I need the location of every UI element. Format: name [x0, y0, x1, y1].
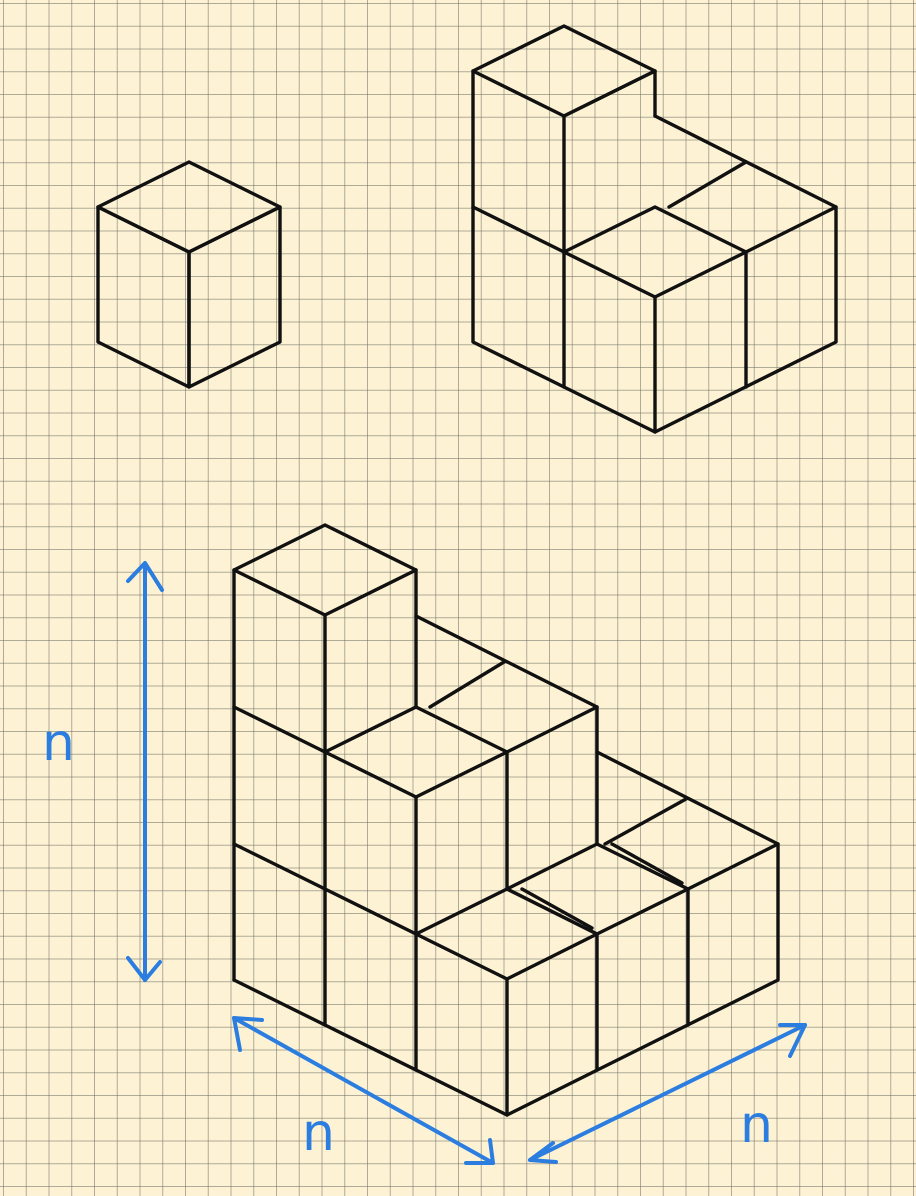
- height-label: n: [42, 713, 75, 773]
- height-arrow: [126, 561, 164, 982]
- dimension-annotations: n n n: [42, 561, 807, 1165]
- n2-step-divider: [667, 160, 748, 209]
- left-depth-label: n: [302, 1103, 335, 1163]
- n3-level1-shadow-2: [610, 842, 684, 885]
- n2-front-right-face: [653, 205, 838, 434]
- n3-bottom-left-edge: [232, 842, 780, 1117]
- n3-level1-shadow-1: [520, 887, 594, 930]
- n2-column-top-face: [471, 24, 657, 118]
- n2-back-step-top: [653, 114, 838, 254]
- single-cube-right-face: [187, 205, 282, 389]
- n3-level1-middle-top-face: [505, 842, 690, 936]
- n3-level2-top: [414, 614, 599, 754]
- n2-front-step-top-face: [562, 205, 748, 299]
- n2-column-right-edge: [562, 69, 657, 118]
- n2-column-divider: [471, 205, 566, 254]
- n3-level1-back-divider: [603, 797, 688, 846]
- single-cube-left-face: [96, 205, 191, 389]
- n3-level1-front-top-face: [414, 887, 599, 981]
- right-depth-label: n: [740, 1095, 773, 1155]
- staircase-n2-figure: [471, 24, 838, 434]
- right-depth-arrow: [528, 1023, 807, 1164]
- n3-top-cube-top-face: [232, 523, 418, 617]
- staircase-n3-figure: [232, 523, 780, 1117]
- n3-level2-divider-top: [428, 660, 506, 709]
- n3-level2-front-top-face: [323, 705, 509, 799]
- n3-level2-divider: [232, 705, 327, 754]
- n2-column-left-face: [471, 69, 566, 389]
- single-cube-top-face: [96, 160, 282, 254]
- n3-level1-divider: [232, 842, 418, 936]
- left-depth-arrow: [232, 1016, 495, 1165]
- single-cube-figure: [96, 160, 282, 389]
- n2-front-left-face: [562, 295, 657, 434]
- n3-level1-back-top: [595, 750, 780, 891]
